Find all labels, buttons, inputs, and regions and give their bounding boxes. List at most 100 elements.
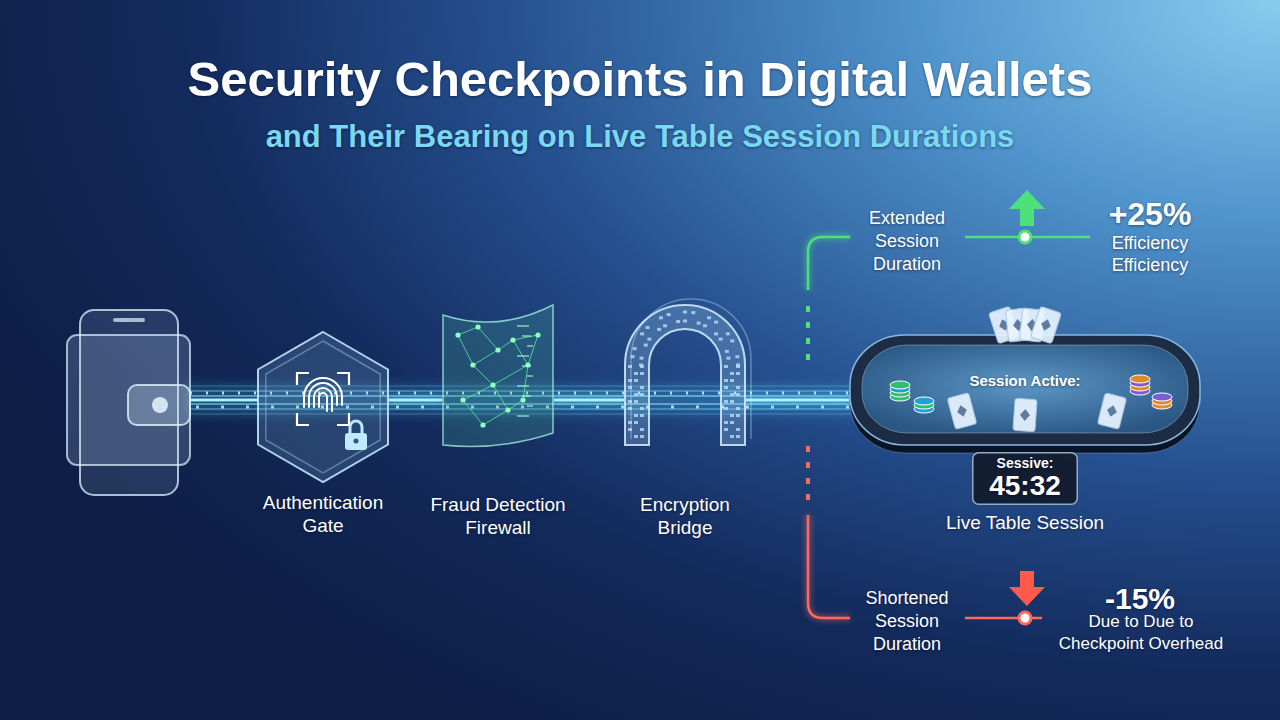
code-bit [647,338,651,341]
bracket-line [808,237,850,290]
code-dash [522,365,531,367]
code-bit [714,321,718,324]
hex-shape [258,332,388,482]
code-bit [644,344,648,347]
network-node [475,324,480,329]
network-link [473,350,498,365]
code-bit [634,435,638,438]
code-bit [659,316,663,319]
code-bit [735,355,739,358]
leader-dot [1019,612,1031,624]
code-dash [517,415,529,417]
network-node [470,362,475,367]
network-link [508,400,523,410]
code-bit [676,320,680,323]
code-bit [628,365,632,368]
network-link [493,385,508,410]
code-bit [730,435,734,438]
code-bit [691,311,695,314]
branch-label: Extended Session Duration [857,207,957,276]
playing-card [1097,393,1126,429]
code-bit [628,407,632,410]
code-dash [517,325,529,327]
code-bit [703,324,707,327]
network-link [513,340,528,365]
code-dash [517,385,529,387]
arch-shape [625,305,745,445]
card-face [1031,306,1062,343]
fingerprint-ridge [304,378,342,407]
network-link [493,365,528,385]
code-bit [639,364,643,367]
code-bit [736,435,740,438]
fingerprint-ridge [309,383,337,407]
network-link [463,400,483,425]
connector-group [389,400,442,401]
code-bit [736,407,740,410]
dotted-line [806,306,810,362]
code-bit [667,313,671,316]
code-bit [736,372,740,375]
card-suit [956,404,969,418]
code-bit [730,414,734,417]
code-bit [730,379,734,382]
code-bit [631,355,635,358]
connector [746,399,849,402]
code-bit [640,332,644,335]
authentication-gate: Authentication Gate [258,332,388,482]
card-face [1013,398,1037,431]
code-bit [725,350,729,353]
code-bit [640,393,644,396]
lock-keyhole [354,439,359,444]
code-bit [628,421,632,424]
fingerprint-ridge [319,393,327,411]
code-bit [634,421,638,424]
code-bit [730,421,734,424]
leader-dot [1019,231,1031,243]
code-bit [736,364,740,367]
lock-shackle [350,421,362,433]
connector-glow [554,396,624,405]
chip [914,397,934,405]
playing-card [947,393,977,430]
code-bit [736,428,740,431]
code-bit [730,400,734,403]
code-dash [527,375,533,377]
code-bit [730,339,734,342]
network-node [510,337,515,342]
wallet-phone-icon [67,310,190,495]
table-felt [862,345,1188,433]
firewall-panel [443,305,553,447]
bracket-glow [808,515,850,618]
code-bit [628,400,632,403]
network-link [458,335,473,365]
network-link [483,410,508,425]
code-bit [657,328,661,331]
code-bit [628,386,632,389]
card-face [1097,393,1126,429]
code-bit [724,379,728,382]
node-label: Authentication Gate [248,492,398,538]
code-bit [707,316,711,319]
code-bit [724,407,728,410]
code-bit [726,357,730,360]
metric-note: Efficiency Efficiency [1100,232,1200,276]
metric-note: Due to Due to Checkpoint Overhead [1051,611,1231,655]
firewall-shape [443,305,553,445]
network-link [513,335,538,340]
code-dash [517,355,529,357]
network-node [505,407,510,412]
code-bit [714,332,718,335]
code-bit [633,347,637,350]
code-bit [640,407,644,410]
fingerprint-ridge [314,388,332,411]
network-node [535,332,540,337]
network-link [523,365,528,400]
code-bit [646,326,650,329]
node-label: Encryption Bridge [623,494,747,540]
code-bit [736,393,740,396]
code-bit [640,428,644,431]
code-dash [522,335,531,337]
timer-box [973,453,1078,505]
code-dash [527,345,533,347]
